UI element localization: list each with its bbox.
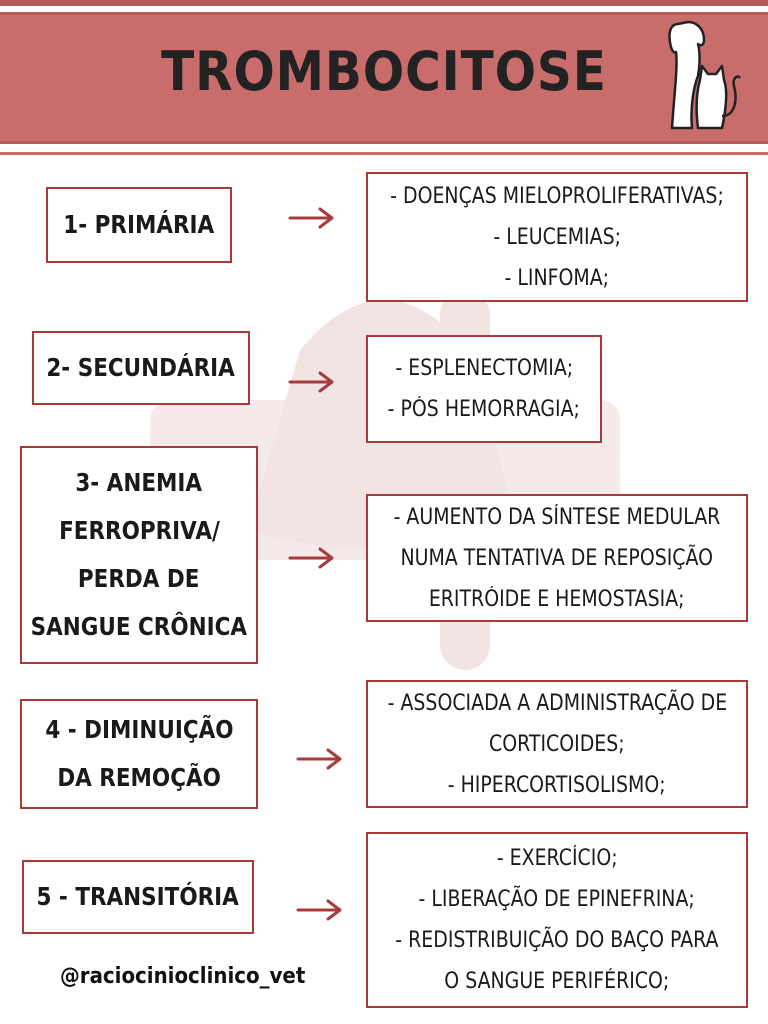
right-arrow-icon bbox=[296, 899, 342, 921]
detail-line: O SANGUE PERIFÉRICO; bbox=[444, 969, 670, 994]
detail-line: - REDISTRIBUIÇÃO DO BAÇO PARA bbox=[395, 928, 719, 953]
detail-line: - LIBERAÇÃO DE EPINEFRINA; bbox=[418, 887, 696, 912]
dog-and-cat-logo-icon bbox=[668, 20, 742, 130]
category-label-line: 1- PRIMÁRIA bbox=[63, 210, 215, 239]
header-bottom-rule bbox=[0, 152, 768, 155]
detail-line: - ASSOCIADA A ADMINISTRAÇÃO DE bbox=[387, 690, 727, 716]
header-band bbox=[0, 12, 768, 144]
category-label-line: FERROPRIVA/ bbox=[58, 516, 220, 545]
detail-box-transitoria: - EXERCÍCIO; - LIBERAÇÃO DE EPINEFRINA; … bbox=[366, 832, 748, 1008]
detail-line: - LEUCEMIAS; bbox=[493, 224, 621, 250]
detail-line: - ESPLENECTOMIA; bbox=[395, 356, 573, 381]
detail-box-anemia-ferropriva: - AUMENTO DA SÍNTESE MEDULAR NUMA TENTAT… bbox=[366, 494, 748, 622]
right-arrow-icon bbox=[296, 748, 342, 770]
category-box-anemia-ferropriva: 3- ANEMIA FERROPRIVA/ PERDA DE SANGUE CR… bbox=[20, 446, 258, 664]
detail-line: - PÓS HEMORRAGIA; bbox=[387, 397, 581, 422]
detail-box-secundaria: - ESPLENECTOMIA; - PÓS HEMORRAGIA; bbox=[366, 335, 602, 443]
social-handle: @raciocinioclinico_vet bbox=[60, 964, 306, 989]
detail-line: - AUMENTO DA SÍNTESE MEDULAR bbox=[393, 504, 721, 530]
category-box-secundaria: 2- SECUNDÁRIA bbox=[32, 331, 250, 405]
category-label-line: 4 - DIMINUIÇÃO bbox=[44, 715, 234, 744]
category-box-diminuicao-remocao: 4 - DIMINUIÇÃO DA REMOÇÃO bbox=[20, 699, 258, 809]
detail-line: - EXERCÍCIO; bbox=[496, 846, 618, 871]
detail-line: CORTICOIDES; bbox=[489, 731, 625, 757]
detail-line: NUMA TENTATIVA DE REPOSIÇÃO bbox=[400, 545, 714, 571]
category-label-line: 2- SECUNDÁRIA bbox=[46, 353, 236, 382]
detail-box-diminuicao-remocao: - ASSOCIADA A ADMINISTRAÇÃO DE CORTICOID… bbox=[366, 680, 748, 808]
detail-line: ERITRÓIDE E HEMOSTASIA; bbox=[429, 586, 685, 612]
right-arrow-icon bbox=[288, 371, 334, 393]
category-label-line: DA REMOÇÃO bbox=[57, 763, 221, 792]
detail-line: - LINFOMA; bbox=[504, 265, 610, 291]
detail-line: - DOENÇAS MIELOPROLIFERATIVAS; bbox=[390, 183, 724, 209]
page-title: TROMBOCITOSE bbox=[161, 40, 607, 103]
right-arrow-icon bbox=[288, 207, 334, 229]
detail-line: - HIPERCORTISOLISMO; bbox=[448, 772, 666, 798]
right-arrow-icon bbox=[288, 547, 334, 569]
category-label-line: PERDA DE bbox=[78, 564, 200, 593]
header-top-rule bbox=[0, 0, 768, 6]
category-label-line: SANGUE CRÔNICA bbox=[30, 612, 248, 641]
category-box-transitoria: 5 - TRANSITÓRIA bbox=[22, 860, 254, 934]
detail-box-primaria: - DOENÇAS MIELOPROLIFERATIVAS; - LEUCEMI… bbox=[366, 172, 748, 302]
category-label-line: 5 - TRANSITÓRIA bbox=[36, 882, 240, 911]
category-box-primaria: 1- PRIMÁRIA bbox=[46, 187, 232, 263]
category-label-line: 3- ANEMIA bbox=[75, 468, 203, 497]
